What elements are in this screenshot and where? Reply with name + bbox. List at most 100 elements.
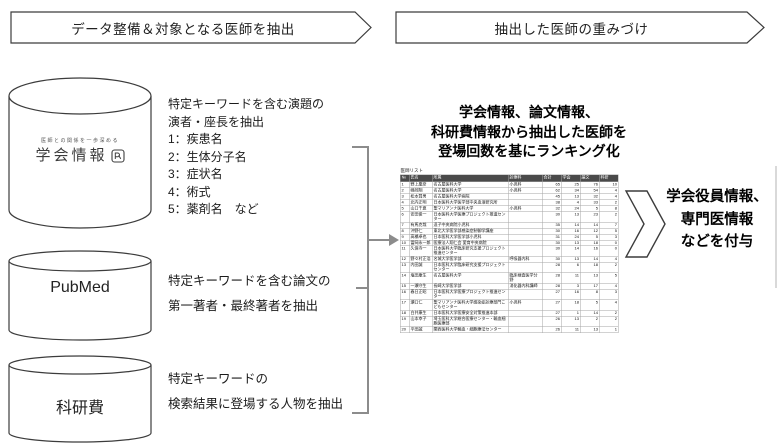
table-cell: 16 [400,289,410,301]
table-cell [508,315,543,327]
output-annotation: 学会役員情報、専門医情報などを付与 [656,186,778,254]
table-cell: 聖マリアンナ医科大学感染症診療部門こどもセンター [432,299,509,311]
table-header-cell: 氏名 [409,174,433,182]
table-cell: 26 [542,315,562,327]
table-cell: 13 [400,262,410,274]
table-cell: 18 [561,299,581,311]
table-cell: 春日正昭 [409,289,433,301]
step1-banner-label: データ整備＆対象となる医師を抽出 [71,21,295,37]
table-cell: 2 [580,315,600,327]
text-line: 登場回数を基にランキング化 [438,143,620,159]
table-cell: 30 [542,211,562,223]
table-cell: 日本医科大学医療プロジェクト推進センター [432,289,509,301]
table-cell: 28 [542,272,562,284]
table-header-cell: 学会 [561,174,581,182]
table-header-cell: № [400,174,410,182]
table-cell: 13 [561,315,581,327]
table-cell: 4 [599,299,619,311]
table-cell [508,289,543,301]
table-cell [508,326,543,333]
step1-banner-shape [10,11,372,44]
table-cell: 2 [599,309,619,317]
pubmed-database-cylinder [8,250,152,341]
bracket-arrowhead-icon [389,234,399,246]
table-cell: 日本医科大学医学部中央血液研究所 [432,199,509,206]
table-cell: 名古屋医科大学 [432,272,509,284]
table-cell [508,211,543,223]
table-cell: 日本医科大学臨床研究支援プロジェクトセンター [432,262,509,274]
table-cell: 瀬口仁 [409,299,433,311]
table-cell: 28 [542,262,562,274]
ranking-heading: 学会情報、論文情報、科研費情報から抽出した医師を登場回数を基にランキング化 [398,103,660,162]
table-cell: 5 [580,299,600,311]
text-line: 4：術式 [168,184,211,199]
output-chevron-arrow-icon [624,190,666,258]
table-header-cell: 論文 [580,174,600,182]
table-cell: 0 [599,245,619,257]
text-line: 2：生体分子名 [168,149,247,164]
table-cell: 埼玉医科大学総合医療センター・輸血細胞医療部 [432,315,509,327]
table-cell: 内田誠 [409,262,433,274]
table-cell: 27 [542,299,562,311]
table-cell: 6 [561,262,581,274]
table-cell: 8 [580,289,600,301]
text-line: 科研費情報から抽出した医師を [431,123,627,140]
kakenhi-cylinder-label: 科研費 [55,400,104,417]
table-cell: 19 [400,315,410,327]
table-cell: 1 [599,326,619,333]
table-cell: 20 [400,326,410,333]
table-cell: 27 [542,289,562,301]
table-cell: 小児科 [508,299,543,311]
gakkai-joho-logo-badge-icon [110,148,125,163]
table-cell: 13 [580,272,600,284]
table-cell: 0 [599,239,619,247]
table-cell: 26 [542,326,562,333]
table-cell: 日本医科大学医療安全対策推進本部 [432,309,509,317]
table-cell: 11 [561,272,581,284]
text-line: 5：薬剤名 など [168,202,259,216]
table-cell: 2 [599,262,619,274]
gakkai-database-cylinder [8,77,152,229]
table-cell [508,262,543,274]
table-cell: 山本幸子 [409,315,433,327]
table-cell: 13 [580,326,600,333]
table-header-cell: 所属 [432,174,509,182]
gakkai-joho-logo-text: 学会情報 [35,147,108,164]
pubmed-cylinder-label: PubMed [50,279,110,296]
table-cell: 久保寺一 [409,245,433,257]
table-cell: 11 [561,326,581,333]
kakenhi-extraction-note: 特定キーワードの検索結果に登場する人物を抽出 [168,367,343,417]
gakkai-joho-tagline: 医師との関係を一歩深める [41,138,119,144]
pubmed-extraction-note: 特定キーワードを含む論文の第一著者・最終著者を抽出 [168,269,331,319]
step2-banner-label: 抽出した医師の重みづけ [494,21,649,37]
table-cell: 5 [599,272,619,284]
text-line: などを付与 [680,234,754,250]
table-cell: 関西医科大学輸血・細胞療法センター [432,326,509,333]
table-cell: 16 [561,289,581,301]
table-cell: 平田誠 [409,326,433,333]
table-cell [508,245,543,257]
sources-bracket [352,146,389,414]
table-cell: 18 [580,262,600,274]
table-cell: 8 [599,205,619,212]
table-cell: 3 [599,289,619,301]
table-cell: 6 [400,211,410,223]
table-header-cell: 診療科 [508,174,543,182]
table-header-cell: 科研 [599,174,619,182]
